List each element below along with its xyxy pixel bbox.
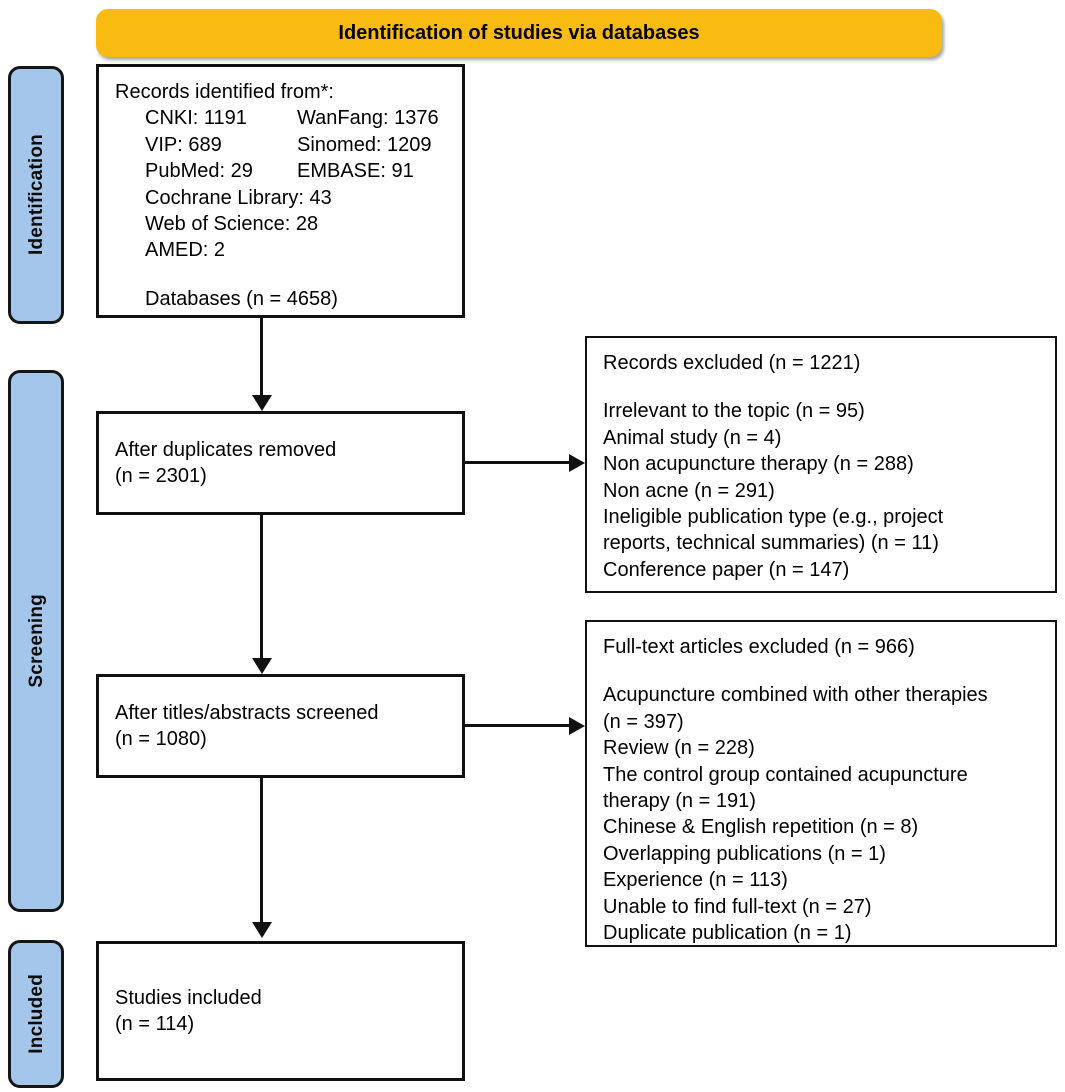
fulltext-excluded-reason: Duplicate publication (n = 1) xyxy=(603,921,852,944)
phase-bar-included: Included xyxy=(8,940,64,1088)
records-excluded-reason-list: Irrelevant to the topic (n = 95) Animal s… xyxy=(603,398,1041,583)
fulltext-excluded-heading: Full-text articles excluded (n = 966) xyxy=(603,636,915,658)
records-excluded-spacer xyxy=(603,376,1041,398)
source-entry: AMED: 2 xyxy=(115,237,448,263)
source-entry: VIP: 689 Sinomed: 1209 xyxy=(115,132,448,158)
arrow-screened-to-included xyxy=(252,922,272,938)
arrow-identified-to-duplicates xyxy=(252,395,272,411)
after-duplicates-line1: After duplicates removed xyxy=(115,438,337,461)
box-fulltext-excluded: Full-text articles excluded (n = 966) Ac… xyxy=(585,620,1057,947)
box-records-excluded: Records excluded (n = 1221) Irrelevant t… xyxy=(585,336,1057,593)
source-name-count: AMED: 2 xyxy=(145,239,226,262)
connector-identified-to-duplicates xyxy=(260,318,263,398)
source-name-count: Web of Science: 28 xyxy=(145,212,319,235)
fulltext-excluded-reason-list: Acupuncture combined with other therapie… xyxy=(603,682,1041,946)
source-entry: Cochrane Library: 43 xyxy=(115,185,448,211)
source-name-count: Cochrane Library: 43 xyxy=(145,186,332,209)
studies-included-line2: (n = 114) xyxy=(115,1013,195,1035)
records-spacer xyxy=(115,264,448,286)
after-screened-line2: (n = 1080) xyxy=(115,728,207,750)
records-excluded-reason: Non acupuncture therapy (n = 288) xyxy=(603,453,914,476)
records-excluded-reason: Conference paper (n = 147) xyxy=(603,558,850,581)
source-name-count: EMBASE: 91 xyxy=(297,160,414,183)
fulltext-excluded-reason: Review (n = 228) xyxy=(603,737,755,760)
source-entry: Web of Science: 28 xyxy=(115,211,448,237)
connector-duplicates-to-records-excluded xyxy=(465,461,571,464)
arrow-screened-to-fulltext-excluded xyxy=(569,717,585,735)
box-after-titles-abstracts-screened: After titles/abstracts screened (n = 108… xyxy=(96,674,465,778)
box-studies-included: Studies included (n = 114) xyxy=(96,941,465,1081)
phase-label-included: Included xyxy=(25,974,47,1054)
phase-label-identification: Identification xyxy=(25,134,47,256)
connector-screened-to-fulltext-excluded xyxy=(465,724,571,727)
records-identified-total: Databases (n = 4658) xyxy=(145,287,338,310)
box-after-duplicates: After duplicates removed (n = 2301) xyxy=(96,411,465,515)
fulltext-excluded-reason: Chinese & English repetition (n = 8) xyxy=(603,816,919,839)
source-name-count: PubMed: 29 xyxy=(145,160,253,183)
diagram-title: Identification of studies via databases xyxy=(338,22,700,44)
phase-bar-identification: Identification xyxy=(8,66,64,324)
fulltext-excluded-reason: The control group contained acupuncture … xyxy=(603,763,968,812)
phase-bar-screening: Screening xyxy=(8,370,64,912)
arrow-duplicates-to-screened xyxy=(252,658,272,674)
fulltext-excluded-reason: Acupuncture combined with other therapie… xyxy=(603,684,988,733)
records-excluded-reason: Non acne (n = 291) xyxy=(603,479,775,502)
arrow-duplicates-to-records-excluded xyxy=(569,454,585,472)
source-name-count: VIP: 689 xyxy=(145,133,222,156)
studies-included-line1: Studies included xyxy=(115,986,262,1009)
phase-label-screening: Screening xyxy=(25,594,47,688)
records-excluded-reason: Irrelevant to the topic (n = 95) xyxy=(603,400,865,423)
after-screened-line1: After titles/abstracts screened xyxy=(115,701,379,724)
fulltext-excluded-reason: Experience (n = 113) xyxy=(603,869,788,892)
box-records-identified: Records identified from*: CNKI: 1191 WanF… xyxy=(96,64,465,318)
source-entry: CNKI: 1191 WanFang: 1376 xyxy=(115,105,448,131)
fulltext-excluded-reason: Unable to find full-text (n = 27) xyxy=(603,895,872,918)
fulltext-excluded-spacer xyxy=(603,660,1041,682)
source-name-count: Sinomed: 1209 xyxy=(297,133,432,156)
records-excluded-reason: Ineligible publication type (e.g., proje… xyxy=(603,505,944,555)
connector-screened-to-included xyxy=(260,778,263,925)
source-name-count: WanFang: 1376 xyxy=(297,107,439,130)
connector-duplicates-to-screened xyxy=(260,515,263,661)
records-excluded-heading: Records excluded (n = 1221) xyxy=(603,352,861,374)
after-duplicates-line2: (n = 2301) xyxy=(115,465,207,487)
records-identified-heading: Records identified from*: xyxy=(115,81,334,103)
diagram-title-banner: Identification of studies via databases xyxy=(96,9,942,57)
records-excluded-reason: Animal study (n = 4) xyxy=(603,426,782,449)
fulltext-excluded-reason: Overlapping publications (n = 1) xyxy=(603,842,886,865)
source-name-count: CNKI: 1191 xyxy=(145,107,247,130)
source-entry: PubMed: 29 EMBASE: 91 xyxy=(115,158,448,184)
